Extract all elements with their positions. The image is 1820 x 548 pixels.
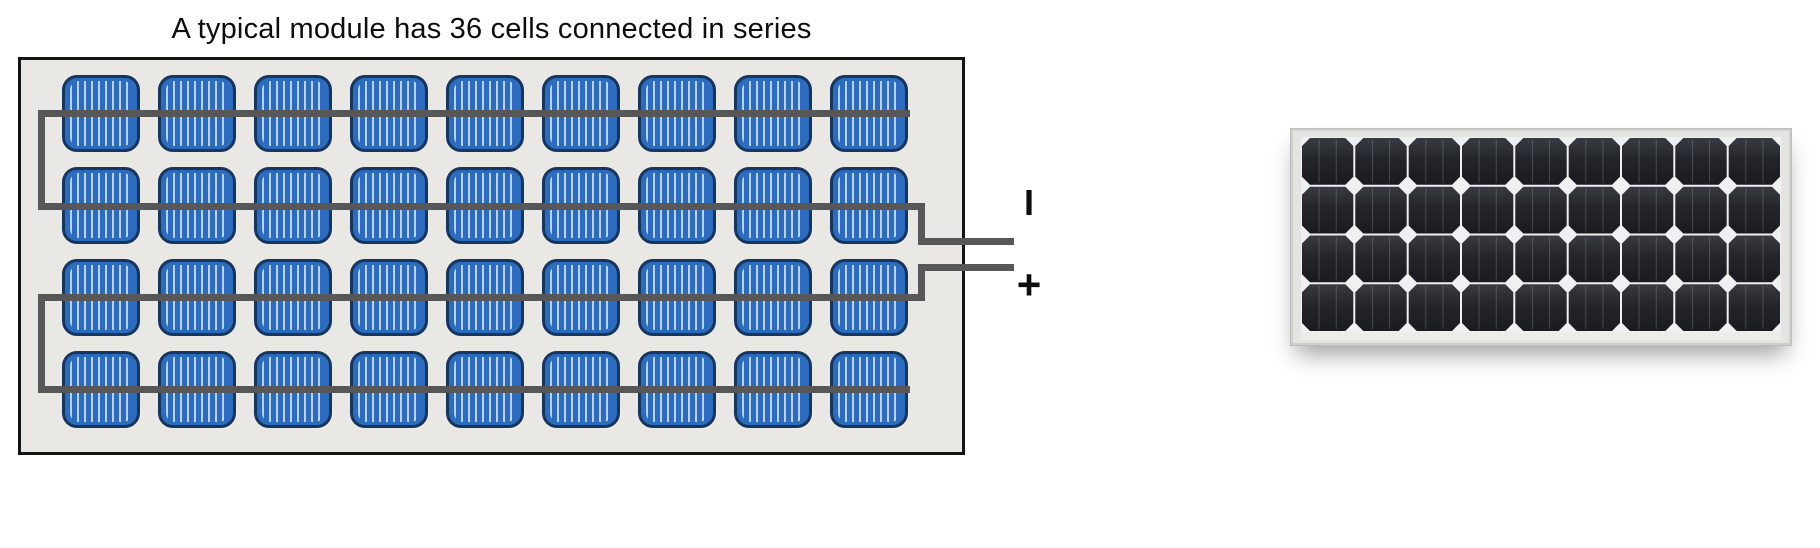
terminal-bar-negative xyxy=(918,238,1014,245)
series-wire-row-2 xyxy=(38,203,925,210)
current-label: I xyxy=(1023,182,1034,223)
positive-terminal-label: + xyxy=(1016,261,1042,308)
module-photo-rendering xyxy=(1290,128,1792,346)
cell-grid xyxy=(62,75,908,428)
series-wire-left-link-2 xyxy=(38,294,45,393)
series-wire-right-link-bottom xyxy=(918,264,925,301)
series-wire-row-4 xyxy=(38,386,910,393)
terminal-bar-positive xyxy=(918,264,1014,271)
series-wire-row-3 xyxy=(38,294,925,301)
figure-title: A typical module has 36 cells connected … xyxy=(171,13,812,45)
series-wire-row-1 xyxy=(38,110,910,117)
series-wire-left-link-1 xyxy=(38,110,45,210)
series-wire-right-link-top xyxy=(918,203,925,245)
module-photo xyxy=(1290,128,1792,346)
